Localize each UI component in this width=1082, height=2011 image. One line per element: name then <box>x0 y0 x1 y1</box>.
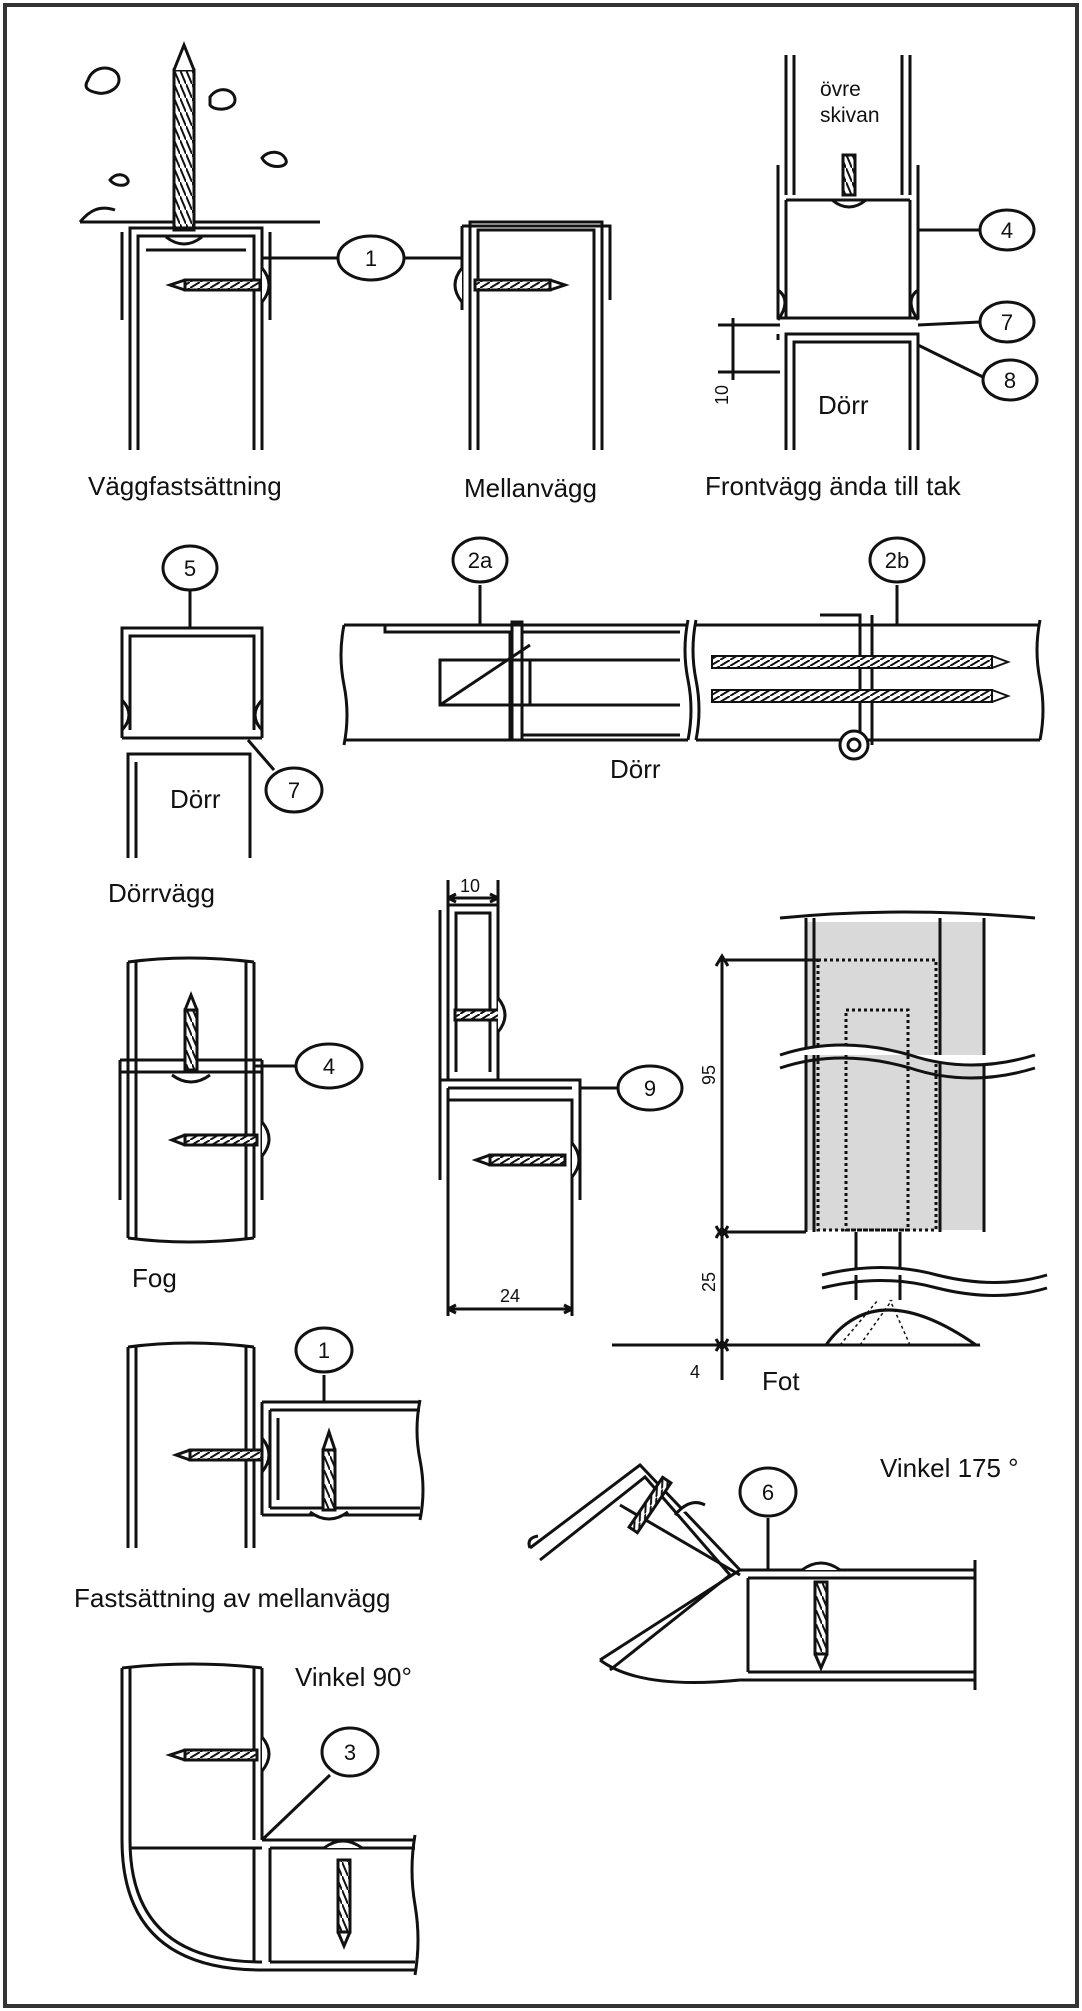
caption-angle-90: Vinkel 90° <box>295 1662 412 1692</box>
callout-7-door: 7 <box>288 778 300 803</box>
caption-joint: Fog <box>132 1263 177 1293</box>
caption-middle-wall: Mellanvägg <box>464 473 597 503</box>
callout-9: 9 <box>644 1076 656 1101</box>
callout-4-joint: 4 <box>323 1054 335 1079</box>
callout-2a: 2a <box>468 548 493 573</box>
caption-front-wall: Frontvägg ända till tak <box>705 471 962 501</box>
door-section-detail <box>339 536 1045 761</box>
label-door-front: Dörr <box>818 390 869 420</box>
caption-foot: Fot <box>762 1366 800 1396</box>
callout-1-leader <box>262 234 462 282</box>
label-upper-board-2: skivan <box>820 104 880 127</box>
door-wall-detail <box>120 544 324 858</box>
dim-4: 4 <box>690 1362 700 1382</box>
joint-detail <box>118 956 364 1244</box>
caption-door-section: Dörr <box>610 754 661 784</box>
angle-175-detail <box>527 1462 977 1690</box>
front-wall-detail <box>718 55 1039 450</box>
door-section-screws <box>711 655 1011 703</box>
foot-detail <box>612 910 1048 1380</box>
page-border <box>3 3 1079 2008</box>
callout-8: 8 <box>1004 368 1016 393</box>
callout-6: 6 <box>762 1480 774 1505</box>
dim-95: 95 <box>699 1065 719 1085</box>
caption-middle-wall-fixing: Fastsättning av mellanvägg <box>74 1583 391 1613</box>
callout-2b: 2b <box>885 548 909 573</box>
callout-5: 5 <box>184 556 196 581</box>
dim-24: 24 <box>500 1286 520 1306</box>
caption-door-wall: Dörrvägg <box>108 878 215 908</box>
dim-10-top: 10 <box>460 876 480 896</box>
label-door-in-wall: Dörr <box>170 784 221 814</box>
angle-90-detail <box>120 1662 420 1976</box>
dim-25: 25 <box>699 1272 719 1292</box>
callout-7-top: 7 <box>1001 310 1013 335</box>
dim-10-front: 10 <box>712 385 732 405</box>
caption-wall-fixing: Väggfastsättning <box>88 471 282 501</box>
callout-1: 1 <box>365 246 377 271</box>
callout-4-top: 4 <box>1001 218 1013 243</box>
middle-wall-detail <box>453 220 612 450</box>
callout-3: 3 <box>344 1740 356 1765</box>
caption-angle-175: Vinkel 175 ° <box>880 1453 1019 1483</box>
wall-fixing-detail <box>78 40 320 450</box>
label-upper-board: övre <box>820 78 861 101</box>
corner-profile-detail <box>438 880 684 1316</box>
middle-wall-fixing-detail <box>126 1326 425 1548</box>
callout-1-bottom: 1 <box>318 1338 330 1363</box>
